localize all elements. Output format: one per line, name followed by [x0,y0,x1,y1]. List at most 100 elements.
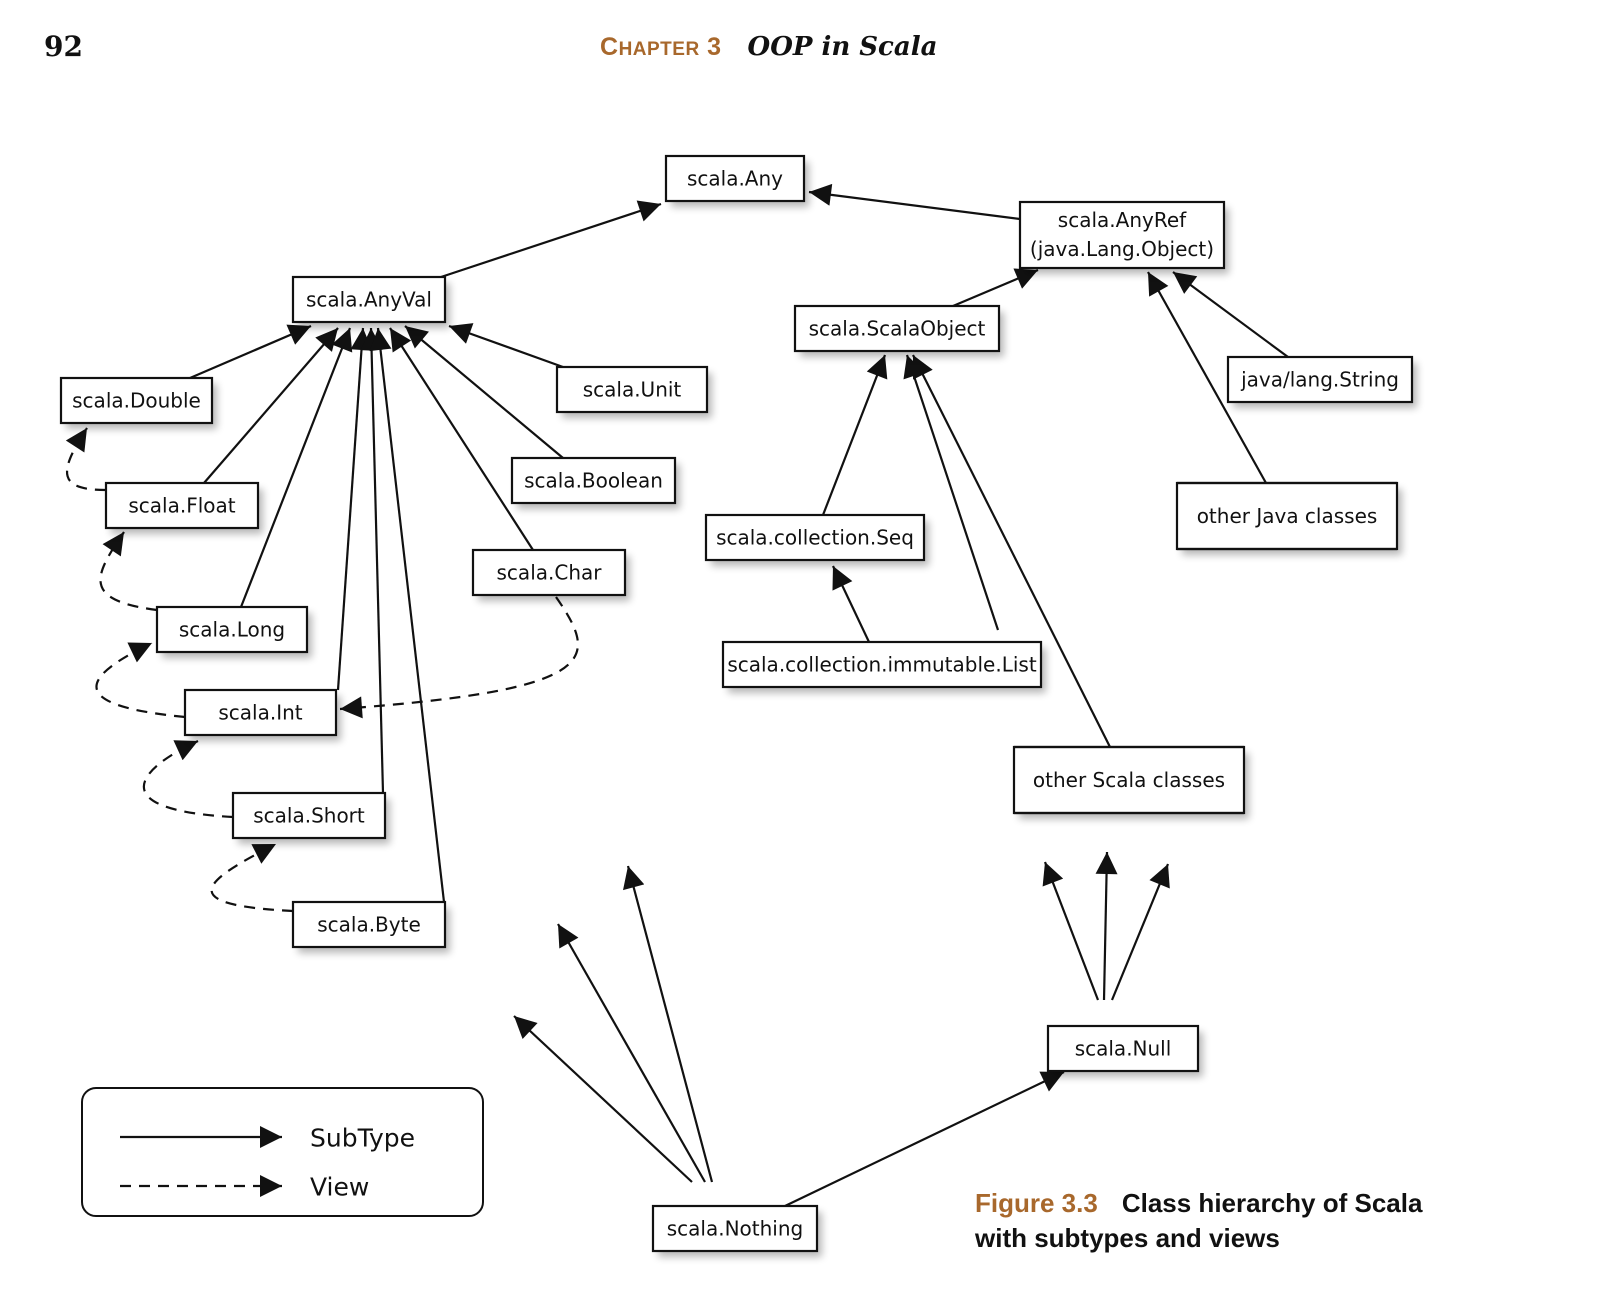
node-box [1226,355,1414,404]
nodes-layer: scala.Anyscala.AnyRef(java.Lang.Object)s… [59,154,1417,1257]
node-label: scala.Unit [583,378,682,402]
node-box [793,304,1001,353]
node-box [59,376,214,425]
short-to-anyval-subtype-edge [360,327,385,794]
figure-caption: Figure 3.3 Class hierarchy of Scala with … [975,1186,1422,1256]
char-to-int-view-edge [339,596,579,719]
nothing-subtype-arrow [557,923,706,1183]
node-box [1046,1024,1200,1073]
node-unit: scala.Unit [555,365,712,418]
node-box [291,900,447,949]
node-box [721,640,1043,689]
node-label: scala.Null [1075,1037,1172,1061]
node-seq: scala.collection.Seq [704,513,929,566]
chapter-title: OOP in Scala [747,32,938,62]
double-to-anyval-subtype-edge [189,324,312,380]
node-box [155,605,309,654]
chapter-number: 3 [707,33,722,61]
list-to-scalaobject-subtype-edge [903,354,1000,631]
node-box [291,275,447,324]
node-box [664,154,806,203]
int-to-anyval-subtype-edge [336,327,373,691]
node-label: other Java classes [1197,504,1378,528]
node-anyval: scala.AnyVal [291,275,450,328]
byte-to-short-view-edge [210,843,294,913]
node-scalaobject: scala.ScalaObject [793,304,1004,357]
null-subtype-arrow [1095,851,1118,1001]
node-label: scala.AnyVal [306,288,432,312]
node-any: scala.Any [664,154,809,207]
unit-to-anyval-subtype-edge [448,323,564,369]
legend: SubType View [81,1087,484,1217]
node-label: scala.Double [72,389,201,413]
node-box [1012,745,1246,815]
node-box [1018,200,1226,270]
legend-box [81,1087,484,1217]
float-to-anyval-subtype-edge [203,327,339,484]
chapter-rest: HAPTER [618,39,700,60]
page-number: 92 [44,30,83,63]
legend-view-label: View [310,1173,369,1202]
node-otherjava: other Java classes [1175,481,1402,555]
node-label: scala.Any [687,167,783,191]
long-to-anyval-subtype-edge [239,327,353,608]
chapter-prefix: C [600,33,619,61]
node-label: (java.Lang.Object) [1030,237,1214,261]
node-string: java/lang.String [1226,355,1417,408]
node-int: scala.Int [183,688,341,741]
caption-text-line2: with subtypes and views [975,1223,1280,1253]
running-head: CHAPTER 3 OOP in Scala [600,32,937,62]
node-box [555,365,709,414]
node-label: scala.AnyRef [1058,208,1187,232]
node-float: scala.Float [104,481,263,534]
long-to-float-view-edge [99,531,158,612]
node-null: scala.Null [1046,1024,1203,1077]
scalaobject-to-anyref-subtype-edge [952,268,1039,308]
anyval-to-any-subtype-edge [440,200,662,279]
node-label: scala.Short [253,804,365,828]
otherjava-to-anyref-subtype-edge [1147,271,1267,484]
node-label: java/lang.String [1240,368,1399,392]
node-box [471,548,627,597]
node-nothing: scala.Nothing [651,1204,822,1257]
list-to-seq-subtype-edge [832,565,870,643]
node-box [1175,481,1399,551]
node-anyref: scala.AnyRef (java.Lang.Object) [1018,200,1229,274]
caption-label: Figure 3.3 [975,1188,1098,1218]
node-label: scala.Int [218,701,302,725]
node-long: scala.Long [155,605,312,658]
int-to-long-view-edge [95,642,186,719]
caption-text-line1: Class hierarchy of Scala [1121,1188,1423,1218]
unconnected-arrows [513,851,1170,1183]
node-box [231,791,387,840]
node-box [183,688,338,737]
anyref-to-any-subtype-edge [808,183,1021,221]
node-label: scala.ScalaObject [809,317,986,341]
node-boolean: scala.Boolean [510,456,680,509]
node-box [510,456,677,505]
legend-subtype-label: SubType [310,1124,415,1153]
seq-to-scalaobject-subtype-edge [821,354,888,516]
node-box [651,1204,819,1253]
short-to-int-view-edge [142,740,234,819]
char-to-anyval-subtype-edge [389,327,534,551]
edges-layer [65,183,1289,1207]
node-otherscala: other Scala classes [1012,745,1249,819]
byte-to-anyval-subtype-edge [369,327,446,903]
chapter-label: CHAPTER 3 [600,33,722,61]
otherscala-to-scalaobject-subtype-edge [912,354,1111,748]
node-byte: scala.Byte [291,900,450,953]
float-to-double-view-edge [65,427,107,492]
nothing-to-null-subtype-edge [784,1071,1065,1207]
null-subtype-arrow [1110,863,1170,1001]
node-label: other Scala classes [1033,768,1225,792]
node-label: scala.Long [179,618,285,642]
node-label: scala.Nothing [667,1217,803,1241]
node-label: scala.collection.Seq [716,526,914,550]
node-char: scala.Char [471,548,630,601]
node-list: scala.collection.immutable.List [721,640,1046,693]
string-to-anyref-subtype-edge [1172,271,1289,358]
boolean-to-anyval-subtype-edge [404,325,564,459]
node-label: scala.Boolean [524,469,663,493]
